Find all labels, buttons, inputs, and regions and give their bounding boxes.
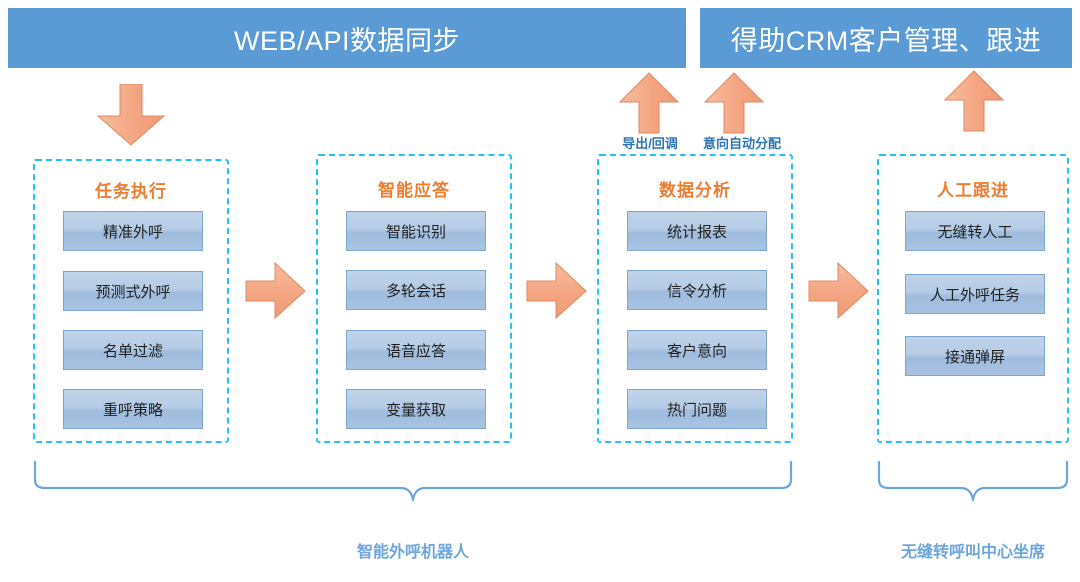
banner-crm-management-label: 得助CRM客户管理、跟进 [730, 25, 1042, 56]
arrow-up-icon [703, 72, 765, 134]
stage-item[interactable]: 人工外呼任务 [905, 274, 1045, 314]
stage-manual-followup: 人工跟进 无缝转人工 人工外呼任务 接通弹屏 [877, 154, 1069, 443]
stage-item[interactable]: 重呼策略 [63, 389, 203, 429]
stage-item[interactable]: 多轮会话 [346, 270, 486, 310]
arrow-caption-intent-auto-assign: 意向自动分配 [702, 136, 781, 151]
stage-item[interactable]: 客户意向 [627, 330, 767, 370]
stage-title-data-analysis: 数据分析 [659, 181, 731, 200]
stage-title-intelligent-response: 智能应答 [378, 181, 450, 200]
arrow-right-icon [245, 262, 307, 320]
bracket-caption-line1: 无缝转呼叫中心坐席 [900, 544, 1045, 561]
arrow-right-icon [808, 262, 870, 320]
curly-bracket-icon [33, 460, 793, 502]
stage-item[interactable]: 热门问题 [627, 389, 767, 429]
stage-item[interactable]: 精准外呼 [63, 211, 203, 251]
stage-intelligent-response: 智能应答 智能识别 多轮会话 语音应答 变量获取 [316, 154, 512, 443]
stage-task-execution: 任务执行 精准外呼 预测式外呼 名单过滤 重呼策略 [33, 159, 229, 443]
banner-crm-management: 得助CRM客户管理、跟进 [700, 8, 1072, 68]
banner-web-api-sync-label: WEB/API数据同步 [233, 25, 461, 56]
arrow-down-icon [96, 84, 166, 146]
banner-web-api-sync: WEB/API数据同步 [8, 8, 686, 68]
stage-data-analysis: 数据分析 统计报表 信令分析 客户意向 热门问题 [597, 154, 793, 443]
arrow-up-icon [943, 70, 1005, 132]
stage-item[interactable]: 统计报表 [627, 211, 767, 251]
stage-item[interactable]: 无缝转人工 [905, 211, 1045, 251]
stage-item[interactable]: 变量获取 [346, 389, 486, 429]
stage-item[interactable]: 语音应答 [346, 330, 486, 370]
stage-item[interactable]: 名单过滤 [63, 330, 203, 370]
arrow-caption-export-callback: 导出/回调 [622, 136, 678, 151]
bracket-caption-line1: 智能外呼机器人 [356, 544, 469, 561]
bracket-caption-robot-screening: 智能外呼机器人 快速筛选 [283, 520, 543, 582]
stage-item[interactable]: 预测式外呼 [63, 271, 203, 311]
stage-title-manual-followup: 人工跟进 [937, 181, 1009, 200]
stage-title-task-execution: 任务执行 [95, 182, 167, 201]
curly-bracket-icon [877, 460, 1069, 502]
arrow-up-icon [618, 72, 680, 134]
arrow-right-icon [526, 262, 588, 320]
stage-item[interactable]: 接通弹屏 [905, 336, 1045, 376]
stage-item[interactable]: 智能识别 [346, 211, 486, 251]
stage-item[interactable]: 信令分析 [627, 270, 767, 310]
bracket-caption-agent-transfer: 无缝转呼叫中心坐席 高转化 [873, 520, 1073, 582]
